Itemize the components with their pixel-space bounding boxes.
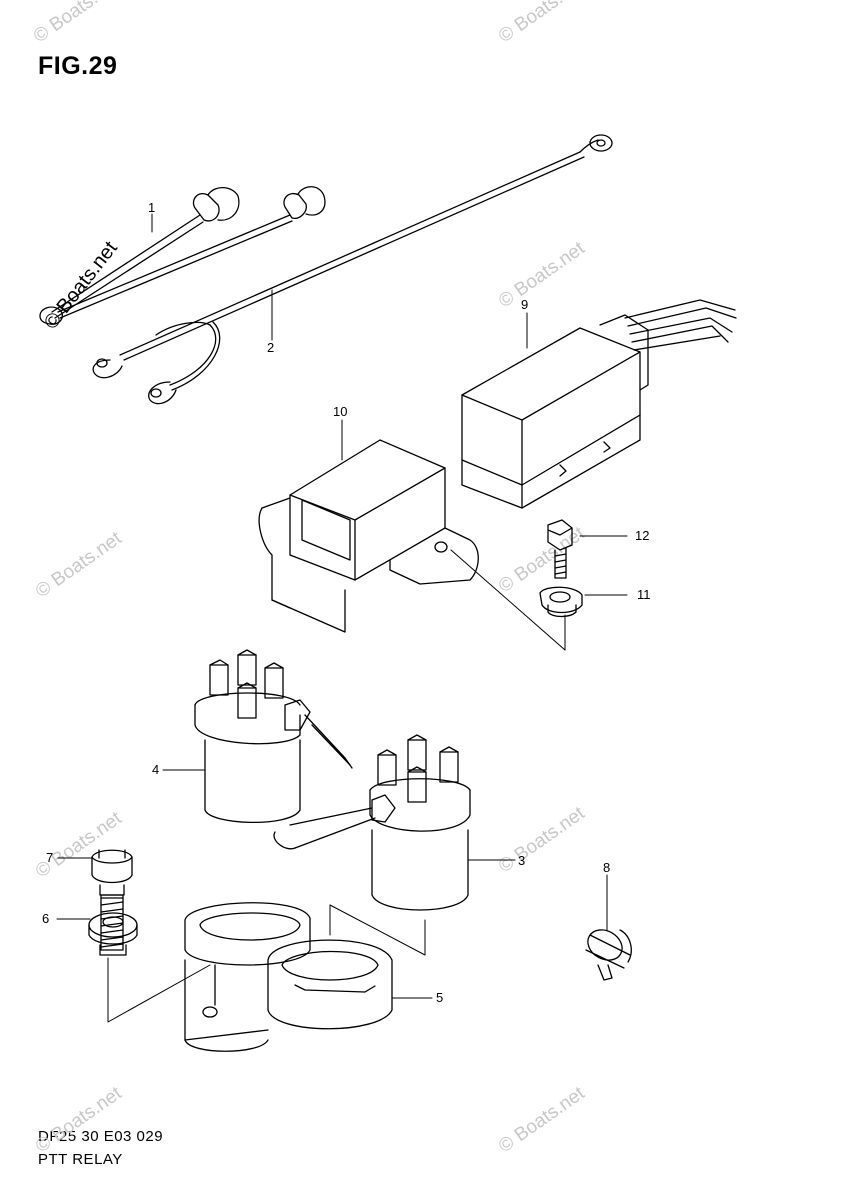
- part-5-bracket: [185, 903, 392, 1051]
- figure-title: FIG.29: [38, 52, 118, 80]
- part-10-relay-unit: [259, 440, 478, 632]
- callout-5: 5: [436, 990, 444, 1005]
- assembly-lines: [108, 550, 565, 1022]
- part-6-washer-bolt: [89, 913, 137, 955]
- part-3-solenoid: [274, 735, 470, 910]
- leader-lines: [57, 214, 627, 998]
- callout-3: 3: [518, 853, 526, 868]
- callout-1: 1: [148, 200, 156, 215]
- callout-10: 10: [333, 404, 348, 419]
- callout-12: 12: [635, 528, 650, 543]
- part-9-relay-box: [462, 300, 736, 508]
- part-8-clip: [582, 924, 631, 980]
- callout-2: 2: [267, 340, 275, 355]
- part-12-bolt: [548, 520, 572, 578]
- callout-8: 8: [603, 860, 611, 875]
- callout-6: 6: [42, 911, 50, 926]
- callout-11: 11: [637, 587, 651, 602]
- callout-9: 9: [521, 297, 529, 312]
- part-1-lead-wires: [40, 187, 325, 325]
- callout-7: 7: [46, 850, 54, 865]
- figure-model-code: DF25 30 E03 029: [38, 1128, 164, 1145]
- part-4-solenoid: [195, 650, 352, 822]
- part-2-lead-wire: [93, 135, 612, 404]
- callout-4: 4: [152, 762, 160, 777]
- part-11-washer: [540, 587, 582, 616]
- figure-name: PTT RELAY: [38, 1151, 123, 1168]
